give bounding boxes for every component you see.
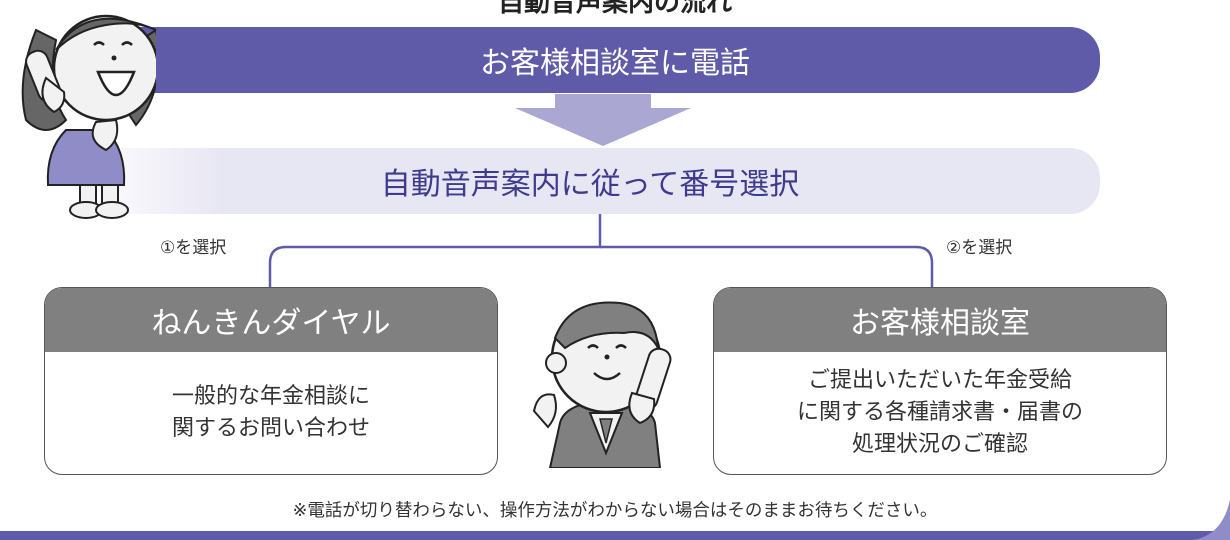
card-title: お客様相談室 — [714, 288, 1166, 352]
section-title: 自動音声案内の流れ — [497, 0, 732, 18]
card-title: ねんきんダイヤル — [45, 288, 497, 352]
bottom-rule — [0, 531, 1230, 540]
card-line: ご提出いただいた年金受給 — [807, 368, 1072, 394]
card-line: 処理状況のご確認 — [851, 431, 1028, 457]
card-line: に関する各種請求書・届書の — [796, 400, 1083, 426]
nenkin-dial-card: ねんきんダイヤル 一般的な年金相談に 関するお問い合わせ — [44, 287, 498, 475]
operator-phone-icon — [532, 301, 672, 468]
card-description: ご提出いただいた年金受給 に関する各種請求書・届書の 処理状況のご確認 — [714, 352, 1166, 474]
down-arrow-icon — [515, 94, 691, 146]
card-description: 一般的な年金相談に 関するお問い合わせ — [45, 352, 497, 474]
woman-phone-icon — [21, 14, 156, 219]
page-curl-icon — [1192, 500, 1230, 540]
step-call-label: お客様相談室に電話 — [480, 46, 750, 81]
footnote: ※電話が切り替わらない、操作方法がわからない場合はそのままお待ちください。 — [292, 501, 938, 521]
step-select-label: 自動音声案内に従って番号選択 — [380, 167, 800, 202]
card-line: 一般的な年金相談に — [171, 384, 370, 410]
choice-1-label: ①を選択 — [160, 238, 227, 258]
step-select-banner: 自動音声案内に従って番号選択 — [80, 148, 1100, 214]
choice-2-label: ②を選択 — [946, 238, 1013, 258]
customer-room-card: お客様相談室 ご提出いただいた年金受給 に関する各種請求書・届書の 処理状況のご… — [713, 287, 1167, 475]
step-call-banner: お客様相談室に電話 — [130, 27, 1100, 93]
card-line: 関するお問い合わせ — [171, 416, 370, 441]
